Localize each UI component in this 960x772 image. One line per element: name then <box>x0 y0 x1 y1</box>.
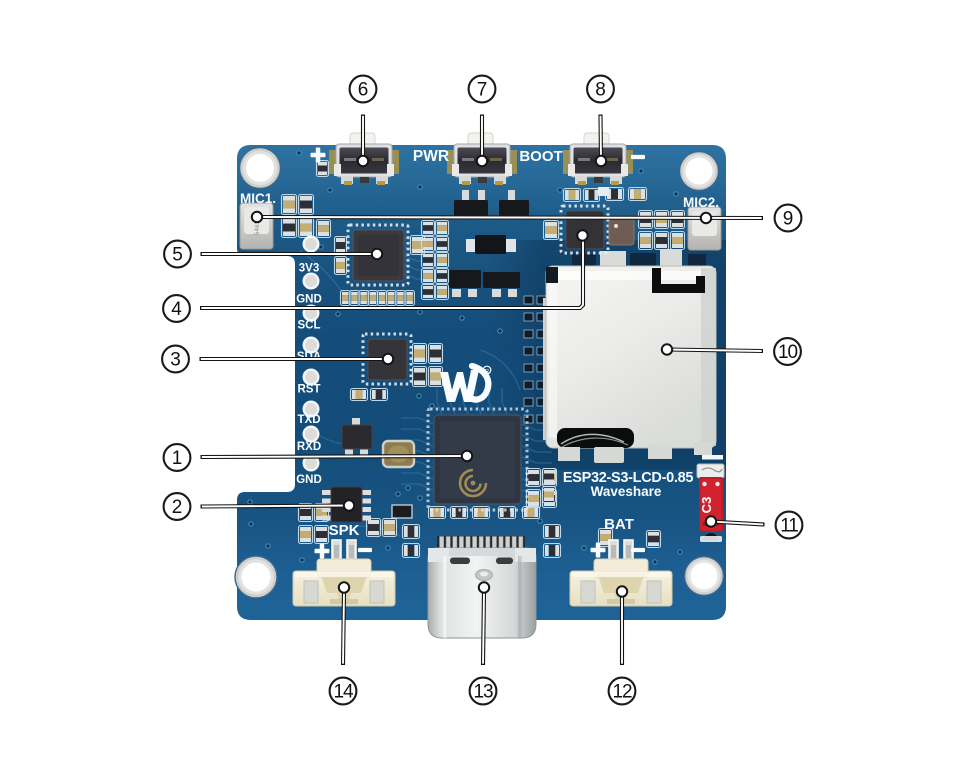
svg-text:SCL: SCL <box>298 320 321 332</box>
svg-text:13: 13 <box>474 682 493 703</box>
svg-text:RST: RST <box>298 384 321 396</box>
svg-text:11: 11 <box>780 516 798 537</box>
svg-text:8: 8 <box>595 80 606 101</box>
svg-text:12: 12 <box>613 682 632 703</box>
svg-text:6: 6 <box>358 80 369 101</box>
svg-text:TXD: TXD <box>298 414 321 426</box>
svg-text:MIC2.: MIC2. <box>683 195 719 210</box>
svg-text:BOOT: BOOT <box>519 148 562 165</box>
svg-text:1: 1 <box>172 448 183 469</box>
svg-text:SPK: SPK <box>329 522 360 539</box>
svg-text:GND: GND <box>296 294 322 306</box>
svg-text:3: 3 <box>170 350 181 371</box>
svg-text:4: 4 <box>171 299 182 320</box>
svg-text:BAT: BAT <box>604 516 634 533</box>
svg-text:PWR: PWR <box>413 148 449 165</box>
svg-text:7: 7 <box>477 80 488 101</box>
svg-text:MIC1.: MIC1. <box>240 191 276 206</box>
svg-text:5461: 5461 <box>254 220 261 235</box>
svg-text:RXD: RXD <box>297 441 321 453</box>
svg-text:ESP32-S3-LCD-0.85: ESP32-S3-LCD-0.85 <box>563 470 694 486</box>
svg-text:Waveshare: Waveshare <box>591 484 662 499</box>
svg-text:2: 2 <box>172 497 183 518</box>
svg-text:C3: C3 <box>699 497 714 514</box>
svg-text:GND: GND <box>296 474 322 486</box>
svg-text:10: 10 <box>778 342 797 363</box>
svg-text:5: 5 <box>172 245 183 266</box>
svg-text:9: 9 <box>783 209 794 230</box>
svg-text:R: R <box>485 369 489 375</box>
svg-text:14: 14 <box>334 682 354 703</box>
svg-text:3V3: 3V3 <box>299 263 319 275</box>
